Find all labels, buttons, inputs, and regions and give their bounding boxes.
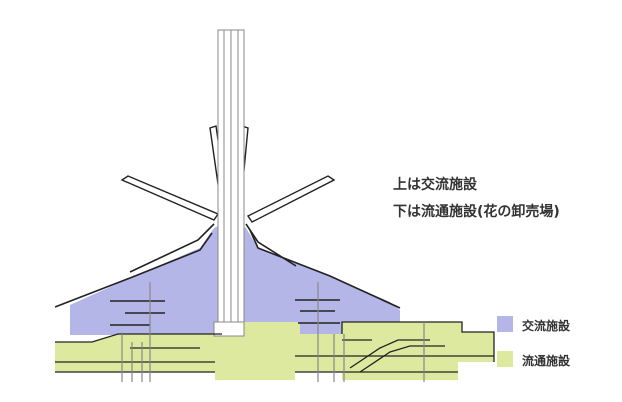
left-roof-outline	[54, 232, 213, 308]
tower-base-block	[213, 321, 245, 337]
right-arm	[246, 175, 336, 223]
right-roof-outline	[249, 229, 401, 309]
annotation-line-1: 上は交流施設	[393, 177, 477, 193]
legend-swatch-exchange	[497, 316, 513, 332]
legend-label-exchange: 交流施設	[522, 319, 571, 333]
legend-label-distribution: 流通施設	[522, 354, 571, 368]
lower-floor-lines	[55, 321, 495, 373]
annotation-line-2: 下は流通施設(花の卸売場)	[393, 204, 560, 220]
distribution-facility-area	[55, 322, 494, 380]
lower-top-outline	[55, 333, 222, 343]
columns	[121, 282, 425, 382]
right-inner-roof-line	[245, 223, 297, 267]
left-inner-roof-line	[129, 223, 215, 273]
left-arm	[120, 175, 220, 221]
lower-right-outline	[341, 321, 495, 362]
right-ramp	[349, 339, 430, 369]
central-tower	[213, 29, 245, 337]
right-ramp-2	[359, 345, 445, 373]
legend-swatch-distribution	[497, 351, 513, 367]
roof-wings	[54, 223, 401, 309]
distribution-facility-base	[55, 322, 494, 380]
